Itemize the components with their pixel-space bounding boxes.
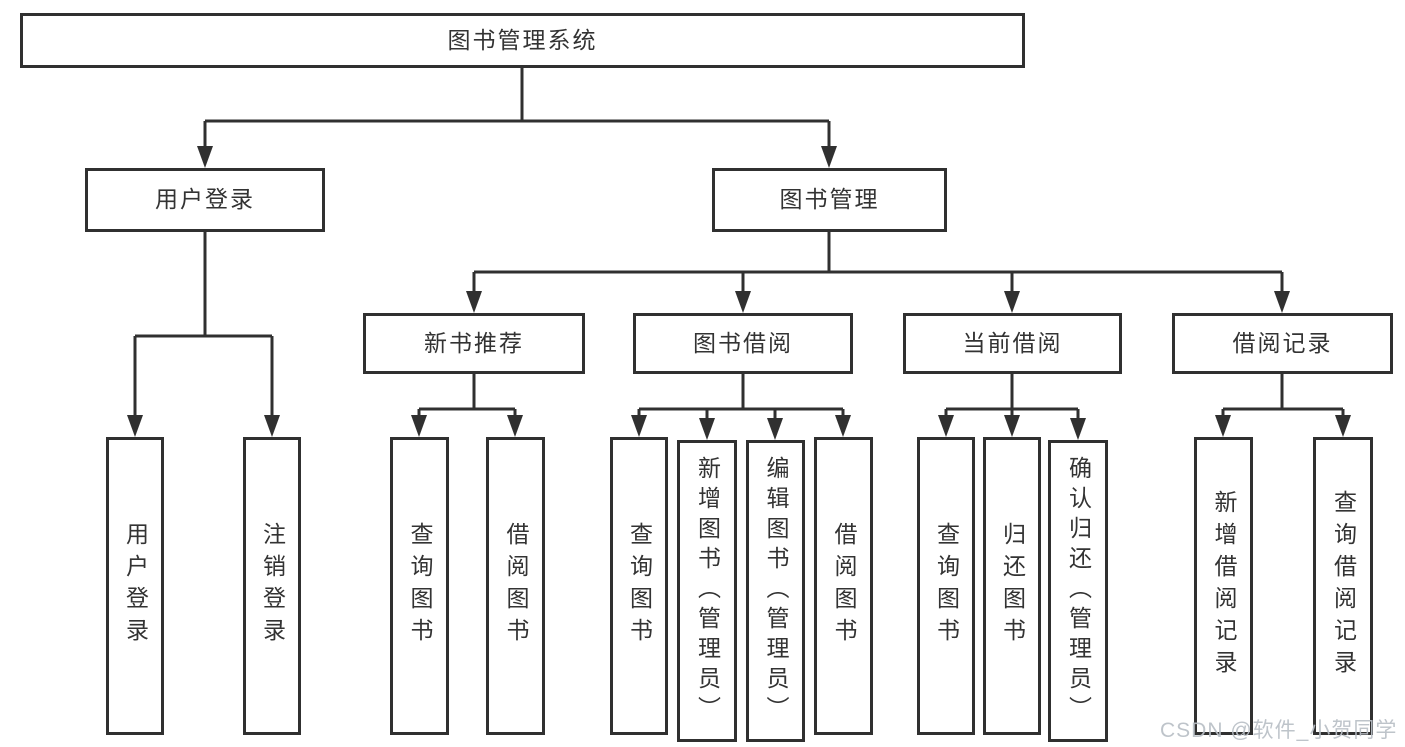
connector-lines [133,68,1345,421]
node-book-management: 图书管理 [712,168,947,232]
csdn-watermark: CSDN @软件_小贺同学 [1160,719,1398,742]
node-book-borrow: 图书借阅 [633,313,853,374]
leaf-add-borrow-record: 新增借阅记录 [1194,437,1253,735]
leaf-return-book: 归还图书 [983,437,1041,735]
node-label: 用户登录 [122,522,149,650]
node-root: 图书管理系统 [20,13,1025,68]
node-label: 新增图书（管理员） [694,456,721,726]
leaf-query-books-1: 查询图书 [390,437,449,735]
leaf-query-books-3: 查询图书 [917,437,975,735]
node-label: 确认归还（管理员） [1065,456,1092,726]
node-label: 借阅图书 [503,522,529,650]
node-label: 查询图书 [626,522,653,650]
node-current-borrow: 当前借阅 [903,313,1122,374]
node-label: 查询图书 [933,522,960,650]
node-label: 图书管理 [779,186,880,213]
node-label: 借阅图书 [831,522,857,650]
leaf-borrow-books-1: 借阅图书 [486,437,545,735]
leaf-borrow-books-2: 借阅图书 [814,437,873,735]
leaf-logout: 注销登录 [243,437,301,735]
node-label: 图书管理系统 [447,26,598,53]
node-label: 用户登录 [155,186,255,213]
node-label: 查询借阅记录 [1330,490,1357,682]
node-label: 归还图书 [999,522,1026,650]
node-label: 新书推荐 [424,329,524,356]
leaf-query-books-2: 查询图书 [610,437,668,735]
node-label: 图书借阅 [693,329,793,356]
node-user-login: 用户登录 [85,168,325,232]
node-label: 新增借阅记录 [1211,490,1237,682]
leaf-query-borrow-record: 查询借阅记录 [1313,437,1373,735]
node-label: 编辑图书（管理员） [763,456,789,726]
node-label: 借阅记录 [1232,329,1333,356]
connector-arrowheads [127,146,1351,440]
leaf-user-login: 用户登录 [106,437,164,735]
leaf-add-book-admin: 新增图书（管理员） [677,440,737,742]
node-label: 查询图书 [407,522,433,650]
node-new-book-recommend: 新书推荐 [363,313,585,374]
node-borrow-records: 借阅记录 [1172,313,1393,374]
leaf-confirm-return-admin: 确认归还（管理员） [1048,440,1108,742]
node-label: 当前借阅 [962,329,1063,356]
node-label: 注销登录 [259,522,286,650]
leaf-edit-book-admin: 编辑图书（管理员） [746,440,805,742]
